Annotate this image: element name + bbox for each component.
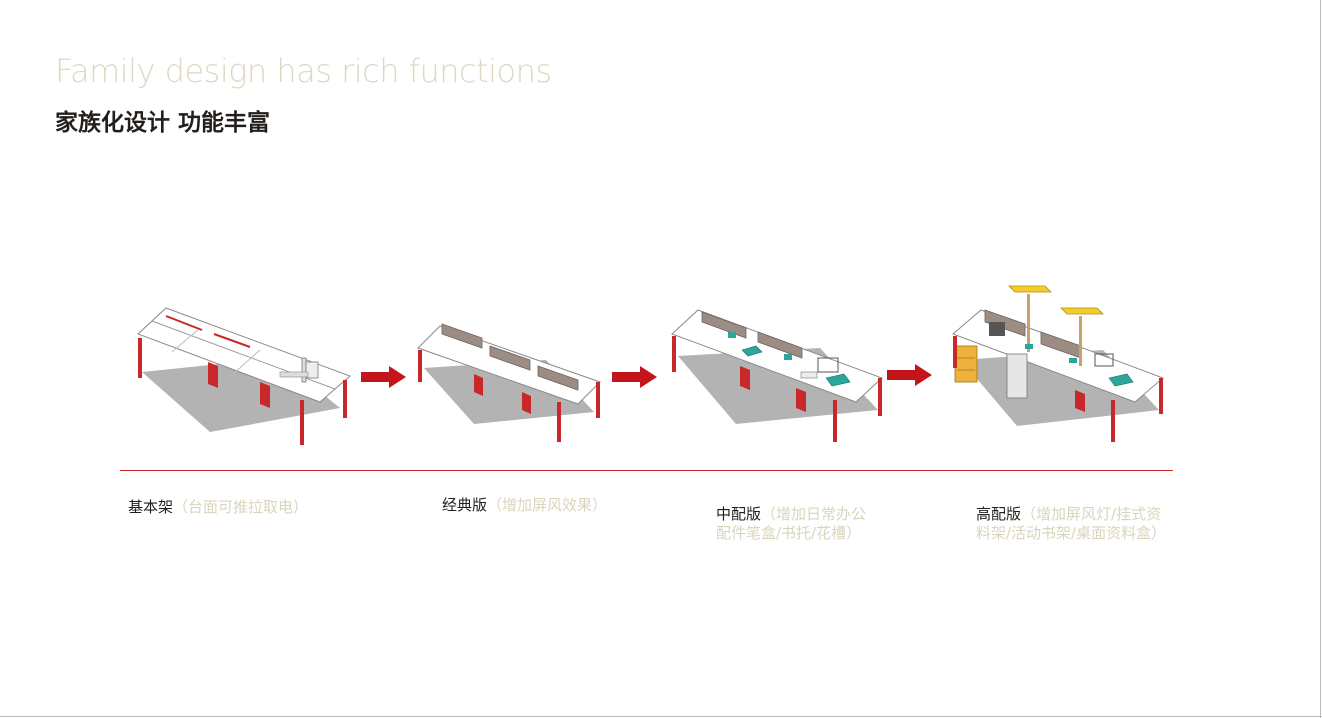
title-english: Family design has rich functions — [55, 52, 552, 90]
divider-line — [120, 470, 1173, 471]
caption-mid: 中配版（增加日常办公 配件笔盒/书托/花槽） — [716, 505, 866, 543]
variant-note-line2: 料架/活动书架/桌面资料盒） — [976, 524, 1167, 542]
caption-classic: 经典版（增加屏风效果） — [442, 496, 607, 515]
variant-name: 高配版 — [976, 505, 1022, 523]
variant-note: （增加屏风效果） — [487, 496, 608, 514]
variant-name: 基本架 — [128, 498, 174, 516]
desk-mid-illustration — [668, 304, 888, 444]
variant-name: 中配版 — [716, 505, 762, 523]
variant-note: （台面可推拉取电） — [173, 498, 309, 516]
frame-bottom-border — [0, 716, 1322, 717]
title-chinese: 家族化设计 功能丰富 — [55, 110, 271, 136]
variant-note-line1: （增加日常办公 — [761, 505, 867, 523]
variant-note-line1: （增加屏风灯/挂式资 — [1021, 505, 1162, 523]
frame-right-border — [1320, 0, 1321, 718]
caption-basic: 基本架（台面可推拉取电） — [128, 498, 308, 517]
desk-basic-illustration — [137, 307, 351, 445]
arrow-right-icon — [612, 366, 657, 388]
variant-name: 经典版 — [442, 496, 488, 514]
variant-note-line2: 配件笔盒/书托/花槽） — [716, 524, 862, 542]
desk-high-illustration — [945, 280, 1167, 445]
arrow-right-icon — [887, 364, 932, 386]
arrow-right-icon — [361, 366, 406, 388]
desk-classic-illustration — [417, 323, 601, 442]
caption-high: 高配版（增加屏风灯/挂式资 料架/活动书架/桌面资料盒） — [976, 505, 1166, 543]
